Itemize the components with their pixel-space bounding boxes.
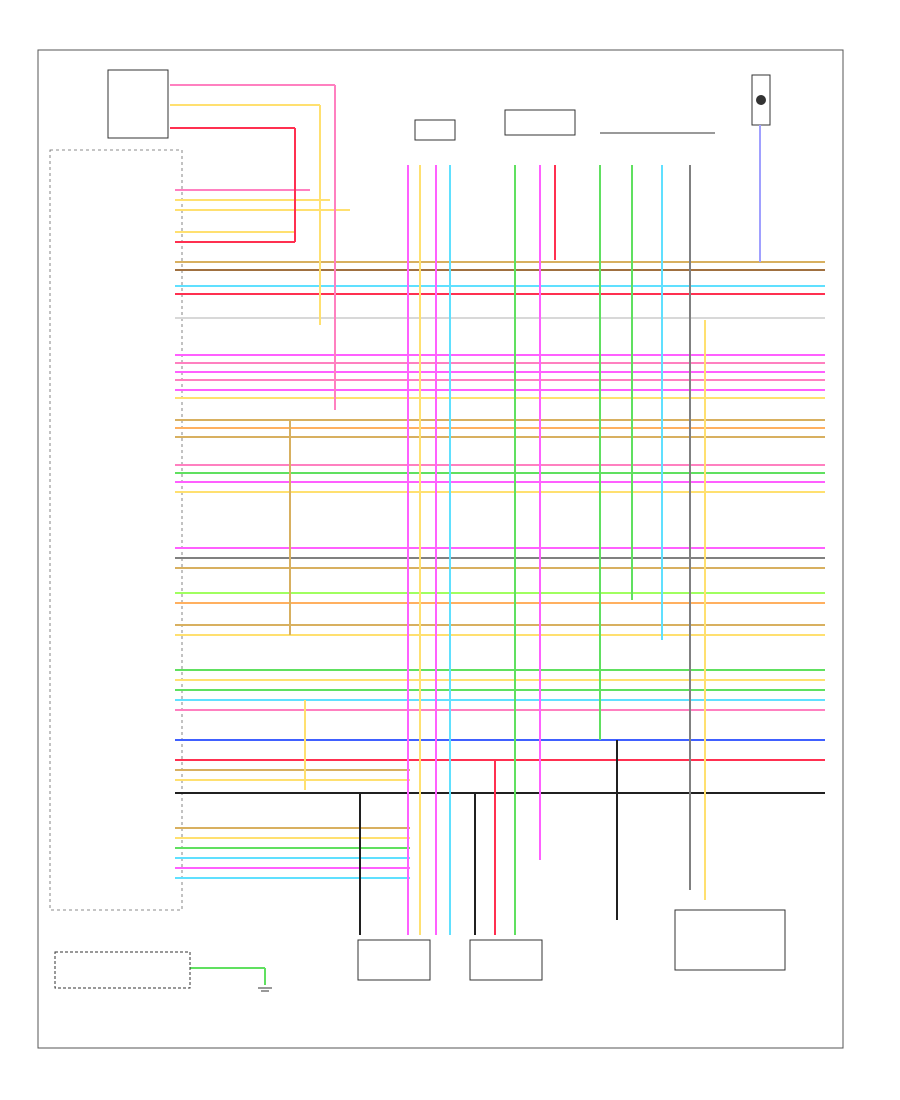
- vertical-wires: [264, 85, 761, 985]
- lower-component-2: [469, 939, 543, 981]
- horizontal-wires: [170, 84, 825, 969]
- lower-component-1: [357, 939, 431, 981]
- ground-symbol: [258, 987, 272, 992]
- diagram-frame: [37, 49, 844, 1049]
- top-component-box-1: [414, 119, 456, 141]
- pcm-outline: [49, 149, 183, 911]
- bottom-left-module: [54, 951, 191, 989]
- top-left-module-box: [107, 69, 169, 139]
- top-component-box-2: [504, 109, 576, 136]
- lower-component-3: [674, 909, 786, 971]
- top-right-sensor-element: [756, 95, 766, 105]
